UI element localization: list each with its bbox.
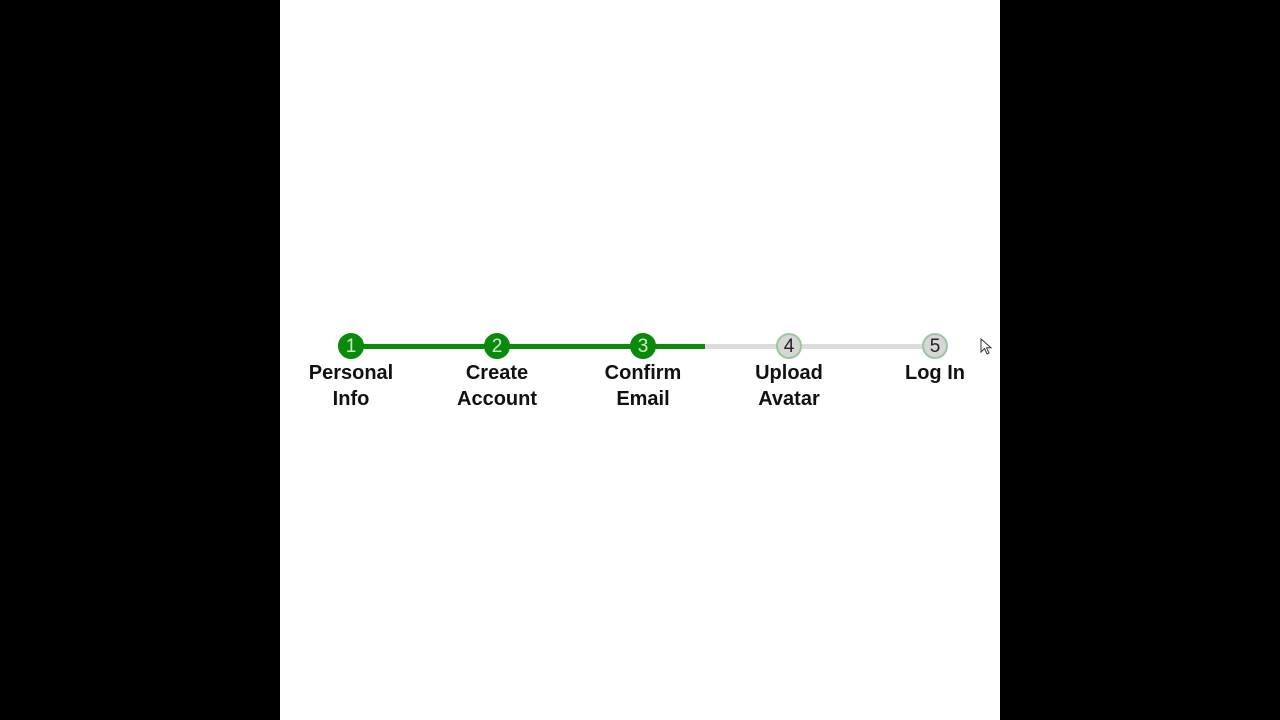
step-number-badge: 5 (922, 333, 948, 359)
step-confirm-email[interactable]: 3 Confirm Email (573, 333, 713, 412)
step-label-line: Create (465, 362, 529, 384)
page-canvas: 1 Personal Info 2 Create Account 3 Confi… (280, 0, 1000, 720)
step-label-line: Info (332, 388, 370, 410)
step-label: Personal Info (281, 360, 421, 412)
step-label-line: Avatar (758, 388, 820, 410)
step-label: Confirm Email (573, 360, 713, 412)
step-label: Log In (865, 360, 1005, 386)
step-log-in[interactable]: 5 Log In (865, 333, 1005, 386)
step-number-badge: 3 (630, 333, 656, 359)
step-label: Create Account (427, 360, 567, 412)
step-label-line: Confirm (604, 362, 682, 384)
step-create-account[interactable]: 2 Create Account (427, 333, 567, 412)
step-label-line: Upload (755, 362, 823, 384)
step-label-line: Account (457, 388, 537, 410)
step-number-badge: 1 (338, 333, 364, 359)
mouse-pointer-icon (980, 337, 993, 361)
step-label-line: Log In (905, 362, 965, 384)
step-upload-avatar[interactable]: 4 Upload Avatar (719, 333, 859, 412)
step-personal-info[interactable]: 1 Personal Info (281, 333, 421, 412)
progress-track-fill (351, 344, 705, 349)
step-number-badge: 4 (776, 333, 802, 359)
step-label-line: Personal (308, 362, 394, 384)
step-label-line: Email (616, 388, 670, 410)
step-label: Upload Avatar (719, 360, 859, 412)
progress-stepper: 1 Personal Info 2 Create Account 3 Confi… (280, 0, 1000, 720)
step-number-badge: 2 (484, 333, 510, 359)
